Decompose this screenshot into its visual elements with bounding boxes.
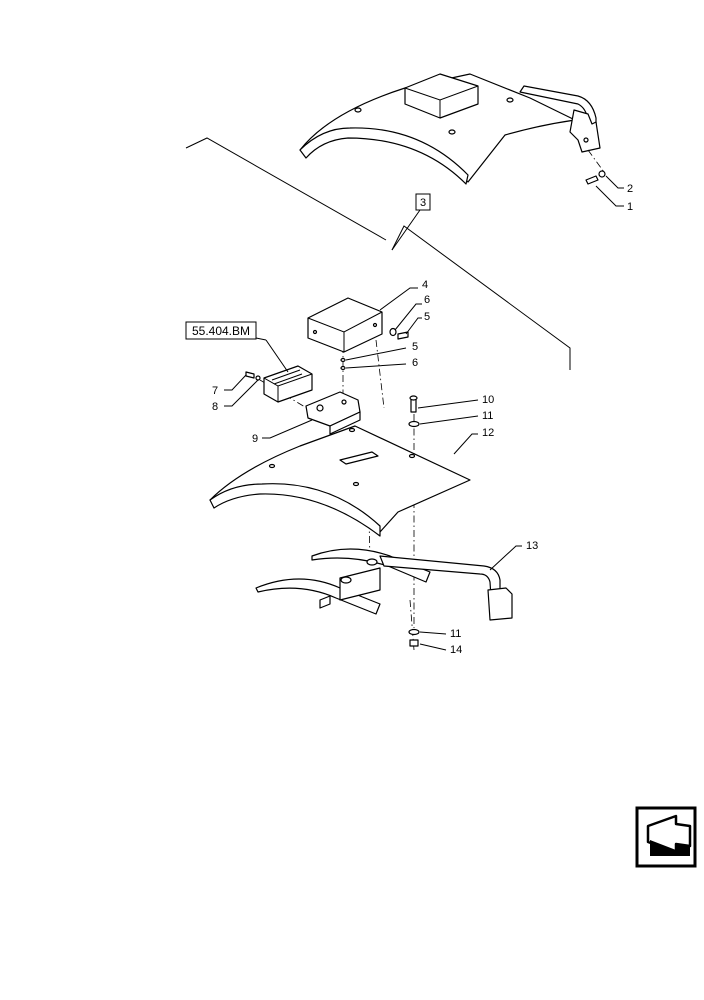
callout-4: 4 <box>379 279 428 311</box>
callout-6b-label: 6 <box>412 357 418 369</box>
callout-11a: 11 <box>419 410 493 425</box>
callout-7: 7 <box>212 374 247 397</box>
callout-8: 8 <box>212 379 259 413</box>
next-page-arrow-icon[interactable] <box>635 806 697 868</box>
callout-7-label: 7 <box>212 385 218 397</box>
reference-link-label: 55.404.BM <box>192 324 250 338</box>
callout-13-label: 13 <box>526 540 538 552</box>
part-10-11-bolt <box>408 395 420 428</box>
callout-6a-label: 6 <box>424 294 430 306</box>
reference-link[interactable]: 55.404.BM <box>185 321 289 373</box>
callout-5a-label: 5 <box>424 311 430 323</box>
callout-10: 10 <box>417 394 494 409</box>
callout-5a: 5 <box>405 311 430 335</box>
callout-1: 1 <box>595 185 633 213</box>
part-5-6-fasteners <box>389 327 409 340</box>
part-13-support-frame <box>255 548 513 621</box>
part-11-14-bottom <box>408 628 420 647</box>
callout-11a-label: 11 <box>482 410 493 422</box>
part-lamp <box>263 365 313 403</box>
callout-9: 9 <box>252 419 313 445</box>
callout-1-label: 1 <box>627 201 633 213</box>
callout-13: 13 <box>489 540 538 571</box>
callout-2-label: 2 <box>627 183 633 195</box>
callout-12-label: 12 <box>482 427 494 439</box>
callout-2: 2 <box>605 175 633 195</box>
detail-leader-lines <box>185 137 571 370</box>
top-fender-assembly <box>299 73 606 185</box>
callout-6b: 6 <box>345 357 418 369</box>
callout-14-label: 14 <box>450 644 462 656</box>
callout-12: 12 <box>453 427 494 455</box>
part-4-cover-box <box>307 297 383 353</box>
part-5-6-center <box>340 357 346 371</box>
callout-10-label: 10 <box>482 394 494 406</box>
callout-3: 3 <box>415 193 431 211</box>
callout-9-label: 9 <box>252 433 258 445</box>
callout-8-label: 8 <box>212 401 218 413</box>
callout-4-label: 4 <box>422 279 428 291</box>
callout-5b: 5 <box>345 341 418 361</box>
callout-14: 14 <box>419 643 462 656</box>
callout-11b: 11 <box>419 628 461 640</box>
part-7-8-screw <box>245 371 261 381</box>
callout-3-label: 3 <box>420 197 426 209</box>
callout-6a: 6 <box>394 294 430 331</box>
part-12-fender <box>209 425 471 537</box>
part-9-bracket <box>305 391 361 435</box>
callout-11b-label: 11 <box>450 628 461 640</box>
callout-5b-label: 5 <box>412 341 418 353</box>
